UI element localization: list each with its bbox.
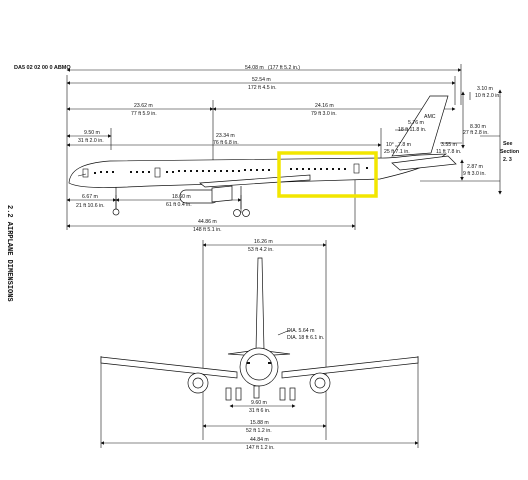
dim-nose-to-wing: 23.62 m xyxy=(134,103,153,109)
document-id: DA5 02 02 00 0 ABMO xyxy=(14,65,71,71)
dim-aft-78-ft: 25 ft 7.1 in. xyxy=(384,149,410,155)
dim-fuselage-dia: DIA. 5.64 m xyxy=(287,328,314,334)
dim-gear-667: 6.67 m xyxy=(82,194,98,200)
dim-tail-287: 2.87 m xyxy=(467,164,483,170)
dim-nose-to-wing-ft: 77 ft 5.9 in. xyxy=(131,111,157,117)
dim-angle: 10° xyxy=(386,142,394,148)
dim-wheelbase-ft: 61 ft 0.4 in. xyxy=(166,202,192,208)
see-section-2: Section xyxy=(500,149,519,155)
amc-label: AMC xyxy=(424,114,436,120)
dim-aft-78: 7.8 m xyxy=(398,142,411,148)
front-view-dimension-lines xyxy=(100,240,419,448)
dim-overall-length-ft: (177 ft 5.2 in.) xyxy=(268,65,300,71)
dim-tail-height-ft: 53 ft 4.2 in. xyxy=(248,247,274,253)
dim-nose-to-aft: 23.34 m xyxy=(216,133,235,139)
dim-overall-length: 54.08 m xyxy=(245,65,264,71)
dim-tail-355-ft: 11 ft 7.8 in. xyxy=(436,149,461,155)
dim-nose-to-door: 9.50 m xyxy=(84,130,100,136)
dim-tail-310: 3.10 m xyxy=(477,86,493,92)
dim-tail-355: 3.55 m xyxy=(441,142,457,148)
dim-length-52-ft: 172 ft 4.5 in. xyxy=(248,85,277,91)
dim-wing-to-tail: 24.16 m xyxy=(315,103,334,109)
highlight-box xyxy=(277,151,378,198)
side-view-doors xyxy=(77,163,360,178)
see-section-1: See xyxy=(503,141,512,147)
dim-wingspan: 44.84 m xyxy=(250,437,269,443)
side-view-aircraft xyxy=(68,95,457,217)
dim-length-52: 52.54 m xyxy=(252,77,271,83)
dim-wheelbase: 18.60 m xyxy=(172,194,191,200)
dim-tail-287-ft: 9 ft 3.0 in. xyxy=(463,171,486,177)
dim-amc-576-ft: 18 ft 11.8 in. xyxy=(398,127,426,133)
dim-nose-to-door-ft: 31 ft 2.0 in. xyxy=(78,138,104,144)
front-view-labels: 16.26 m 53 ft 4.2 in. DIA. 5.64 m DIA. 1… xyxy=(246,239,324,451)
front-view-aircraft xyxy=(100,257,419,401)
side-view-labels: 54.08 m (177 ft 5.2 in.) 52.54 m 172 ft … xyxy=(76,65,519,233)
dim-bottom-length: 44.86 m xyxy=(198,219,217,225)
dim-wingspan-ft: 147 ft 1.2 in. xyxy=(246,445,275,451)
dim-tail-830-ft: 27 ft 2.8 in. xyxy=(463,130,489,136)
side-view-dimension-lines xyxy=(66,64,502,230)
see-section-3: 2. 3 xyxy=(503,157,512,163)
dim-tail-830: 8.30 m xyxy=(470,124,486,130)
side-view-windows xyxy=(94,167,368,174)
dim-track-960-ft: 31 ft 6 in. xyxy=(249,408,270,414)
front-view-windows xyxy=(247,362,271,364)
dim-tail-310-ft: 10 ft 2.0 in. xyxy=(475,93,501,99)
dim-bottom-length-ft: 148 ft 5.1 in. xyxy=(193,227,222,233)
dim-track-960: 9.60 m xyxy=(251,400,267,406)
dim-gear-667-ft: 21 ft 10.6 in. xyxy=(76,203,105,209)
dim-tail-height: 16.26 m xyxy=(254,239,273,245)
dim-nose-to-aft-ft: 76 ft 6.8 in. xyxy=(213,140,239,146)
dim-amc-576: 5.76 m xyxy=(408,120,424,126)
dim-wing-to-tail-ft: 79 ft 3.0 in. xyxy=(311,111,337,117)
dim-fuselage-dia-ft: DIA. 18 ft 6.1 in. xyxy=(287,335,324,341)
dim-track-1598: 15.88 m xyxy=(250,420,269,426)
section-side-title: 2.2 AIRPLANE DIMENSIONS xyxy=(5,205,13,302)
dim-track-1598-ft: 52 ft 1.2 in. xyxy=(246,428,272,434)
